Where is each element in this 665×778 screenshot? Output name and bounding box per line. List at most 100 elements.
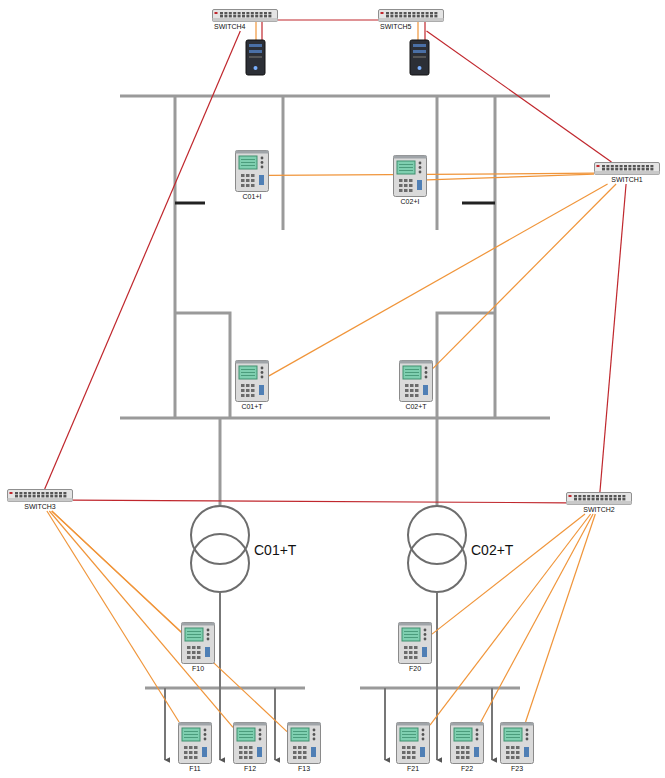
relay-label: F23 — [511, 764, 523, 773]
transformer-feed — [219, 418, 222, 505]
relay-label: C02+I — [401, 197, 420, 206]
transformer-symbol — [188, 503, 252, 597]
relay-icon — [399, 360, 433, 402]
relay-label: F22 — [461, 764, 473, 773]
network-link — [430, 514, 591, 725]
breaker — [462, 202, 495, 205]
network-link — [47, 511, 179, 722]
switch-icon — [378, 9, 444, 22]
protection-relay: F11 — [178, 722, 212, 773]
transformer: C02+T — [405, 503, 513, 597]
transformer-feed — [436, 418, 439, 505]
relay-label: C01+I — [243, 192, 262, 201]
switch-icon — [566, 492, 632, 505]
switch-icon — [594, 162, 660, 175]
feeder-line — [436, 593, 438, 760]
switch-label: SWITCH1 — [594, 175, 660, 184]
bay-line — [437, 313, 495, 418]
relay-label: C02+T — [405, 402, 426, 411]
transformer-symbol — [405, 503, 469, 597]
switch-label: SWITCH5 — [378, 22, 444, 31]
bay-line — [282, 96, 285, 230]
relay-icon — [235, 150, 269, 192]
network-switch: SWITCH4 — [212, 9, 278, 31]
relay-icon — [393, 155, 427, 197]
relay-label: C01+T — [241, 402, 262, 411]
server-link — [424, 21, 425, 42]
transformer-label: C01+T — [254, 542, 296, 558]
network-link — [433, 184, 616, 368]
bay-line — [436, 96, 439, 230]
server-icon — [410, 40, 429, 75]
network-link — [49, 511, 233, 727]
relay-label: F20 — [409, 664, 421, 673]
transformer-label: C02+T — [471, 542, 513, 558]
breaker — [175, 202, 205, 205]
relay-label: F11 — [189, 764, 201, 773]
relay-label: F12 — [244, 764, 256, 773]
feeders — [165, 593, 492, 760]
switch-label: SWITCH3 — [7, 502, 73, 511]
network-switch: SWITCH1 — [594, 162, 660, 184]
busbars — [120, 96, 550, 688]
protection-relay: F13 — [287, 722, 321, 773]
network-switch: SWITCH5 — [378, 9, 444, 31]
network-trunk — [45, 31, 241, 489]
server-link — [417, 21, 418, 42]
relay-icon — [233, 722, 267, 764]
switch-icon — [212, 9, 278, 22]
relay-icon — [396, 722, 430, 764]
feeder-line — [384, 688, 386, 760]
switch-label: SWITCH4 — [212, 22, 278, 31]
relay-icon — [287, 722, 321, 764]
middle-busbar — [120, 417, 550, 420]
protection-relay: C02+T — [399, 360, 433, 411]
relay-icon — [398, 622, 432, 664]
relay-label: F13 — [298, 764, 310, 773]
switch-icon — [7, 489, 73, 502]
switch-label: SWITCH2 — [566, 505, 632, 514]
protection-relay: F22 — [450, 722, 484, 773]
network-link — [269, 184, 608, 376]
top-busbar — [120, 95, 550, 98]
server-link — [255, 21, 256, 42]
relay-label: F21 — [407, 764, 419, 773]
relay-icon — [235, 360, 269, 402]
feeder-line — [274, 688, 276, 760]
network-link — [269, 173, 594, 175]
server-icon — [246, 40, 265, 75]
network-switch: SWITCH2 — [566, 492, 632, 514]
feeder-line — [219, 593, 221, 760]
breakers — [175, 202, 495, 205]
protection-relay: C01+I — [235, 150, 269, 201]
protection-relay: C01+T — [235, 360, 269, 411]
network-trunk — [600, 184, 626, 492]
network-trunk — [73, 500, 566, 503]
protection-relay: C02+I — [393, 155, 427, 206]
protection-relay: F20 — [398, 622, 432, 673]
protection-relay: F10 — [181, 622, 215, 673]
transformer: C01+T — [188, 503, 296, 597]
network-trunk — [278, 19, 378, 20]
network-link — [52, 511, 287, 732]
network-link — [427, 174, 594, 180]
relay-icon — [450, 722, 484, 764]
relay-icon — [178, 722, 212, 764]
network-link — [432, 514, 585, 634]
protection-relay: F21 — [396, 722, 430, 773]
protection-relay: F23 — [500, 722, 534, 773]
relay-icon — [181, 622, 215, 664]
bay-line — [174, 96, 177, 418]
bay-line — [175, 313, 230, 418]
relay-label: F10 — [192, 664, 204, 673]
network-switch: SWITCH3 — [7, 489, 73, 511]
bay-line — [494, 96, 497, 418]
lower-busbar — [145, 687, 305, 690]
protection-relay: F12 — [233, 722, 267, 773]
network-trunk — [427, 31, 612, 162]
server-link — [261, 21, 262, 42]
network-link — [526, 514, 596, 722]
relay-icon — [500, 722, 534, 764]
